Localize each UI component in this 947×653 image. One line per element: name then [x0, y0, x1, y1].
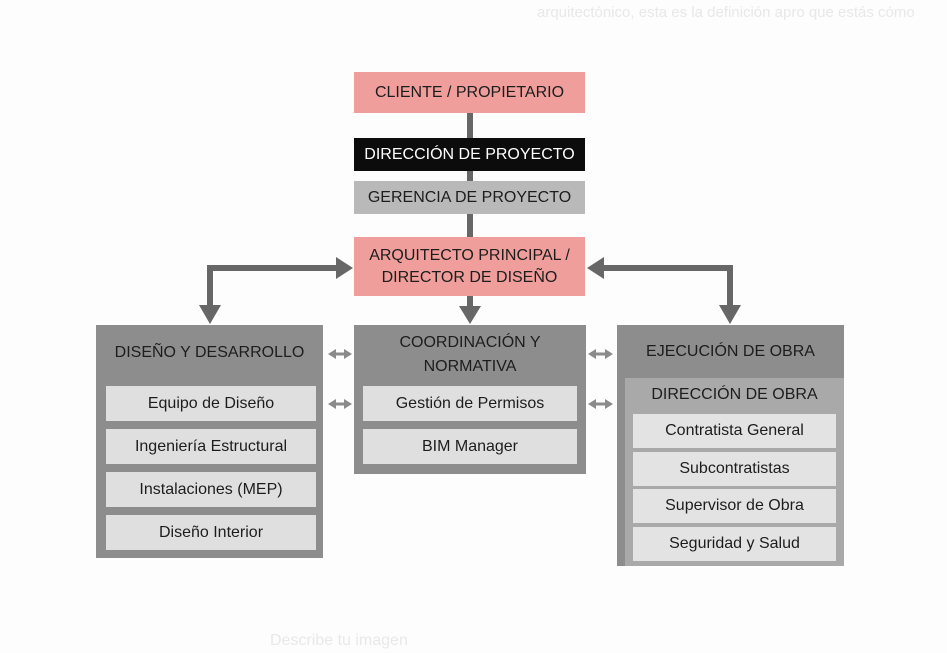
design-development-panel: DISEÑO Y DESARROLLO Equipo de Diseño Ing…: [96, 325, 323, 558]
list-item-label: Ingeniería Estructural: [134, 437, 288, 455]
list-item-subcontractors: Subcontratistas: [633, 452, 836, 486]
list-item-interior-design: Diseño Interior: [106, 515, 316, 550]
list-item-label: Equipo de Diseño: [147, 394, 275, 412]
arrow-right-head: [336, 257, 353, 279]
double-arrow-icon: [328, 399, 352, 409]
list-item-permit-management: Gestión de Permisos: [363, 386, 577, 421]
list-item-label: Supervisor de Obra: [665, 497, 804, 514]
link-head-left: [588, 349, 596, 359]
list-item-label: Seguridad y Salud: [669, 535, 800, 552]
arrow-down-head: [199, 305, 221, 324]
arrow-head: [459, 306, 481, 324]
arrow-left-head: [587, 257, 604, 279]
list-item-site-supervisor: Supervisor de Obra: [633, 489, 836, 523]
project-management-box: GERENCIA DE PROYECTO: [354, 181, 585, 214]
list-item-structural-engineering: Ingeniería Estructural: [106, 429, 316, 464]
site-direction-title: DIRECCIÓN DE OBRA: [625, 378, 844, 412]
bent-double-arrow-right-icon: [587, 257, 741, 324]
double-arrow-icon: [328, 349, 352, 359]
list-item-label: Contratista General: [665, 422, 804, 439]
link-head-left: [328, 349, 336, 359]
faded-background-text: arquitectónico, esta es la definición ap…: [537, 4, 915, 21]
project-direction-label: DIRECCIÓN DE PROYECTO: [364, 145, 575, 163]
client-owner-label: CLIENTE / PROPIETARIO: [374, 83, 565, 101]
link-head-left: [588, 399, 596, 409]
list-item-label: Instalaciones (MEP): [139, 480, 283, 498]
arrow-down-head: [719, 305, 741, 324]
project-direction-box: DIRECCIÓN DE PROYECTO: [354, 138, 585, 171]
construction-execution-title: EJECUCIÓN DE OBRA: [617, 325, 844, 378]
list-item-label: Gestión de Permisos: [395, 394, 545, 412]
panel-title-line-1: COORDINACIÓN Y: [399, 334, 541, 351]
arrow-down-icon: [459, 296, 481, 324]
arrow-shaft: [207, 265, 340, 308]
design-development-title: DISEÑO Y DESARROLLO: [96, 325, 323, 380]
faded-prompt-text: Describe tu imagen: [270, 632, 408, 649]
subpanel-title-label: DIRECCIÓN DE OBRA: [651, 386, 818, 403]
panel-title-line: DISEÑO Y DESARROLLO: [114, 343, 305, 361]
coordination-regulations-title: COORDINACIÓN Y NORMATIVA: [354, 325, 586, 385]
site-direction-subpanel: DIRECCIÓN DE OBRA Contratista General Su…: [625, 378, 844, 566]
list-item-mep-installations: Instalaciones (MEP): [106, 472, 316, 507]
project-management-label: GERENCIA DE PROYECTO: [367, 188, 572, 206]
link-head-right: [344, 349, 352, 359]
lead-architect-label-line-2: DIRECTOR DE DISEÑO: [381, 268, 558, 286]
list-item-health-safety: Seguridad y Salud: [633, 527, 836, 561]
link-head-right: [605, 399, 613, 409]
link-head-right: [344, 399, 352, 409]
lead-architect-box: ARQUITECTO PRINCIPAL / DIRECTOR DE DISEÑ…: [354, 237, 585, 296]
arrow-shaft: [600, 265, 733, 308]
double-arrow-icon: [588, 349, 613, 359]
bent-double-arrow-left-icon: [199, 257, 353, 324]
double-arrow-icon: [588, 399, 613, 409]
link-head-left: [328, 399, 336, 409]
panel-title-line: EJECUCIÓN DE OBRA: [646, 342, 815, 360]
lead-architect-label-line-1: ARQUITECTO PRINCIPAL /: [369, 246, 570, 264]
client-owner-box: CLIENTE / PROPIETARIO: [354, 72, 585, 113]
list-item-label: BIM Manager: [421, 437, 519, 455]
list-item-bim-manager: BIM Manager: [363, 429, 577, 464]
list-item-label: Subcontratistas: [679, 460, 790, 477]
construction-execution-panel: EJECUCIÓN DE OBRA DIRECCIÓN DE OBRA Cont…: [617, 325, 844, 566]
link-head-right: [605, 349, 613, 359]
coordination-regulations-panel: COORDINACIÓN Y NORMATIVA Gestión de Perm…: [354, 325, 586, 474]
list-item-design-team: Equipo de Diseño: [106, 386, 316, 421]
list-item-general-contractor: Contratista General: [633, 414, 836, 448]
panel-title-line-2: NORMATIVA: [423, 358, 517, 375]
list-item-label: Diseño Interior: [158, 523, 264, 541]
